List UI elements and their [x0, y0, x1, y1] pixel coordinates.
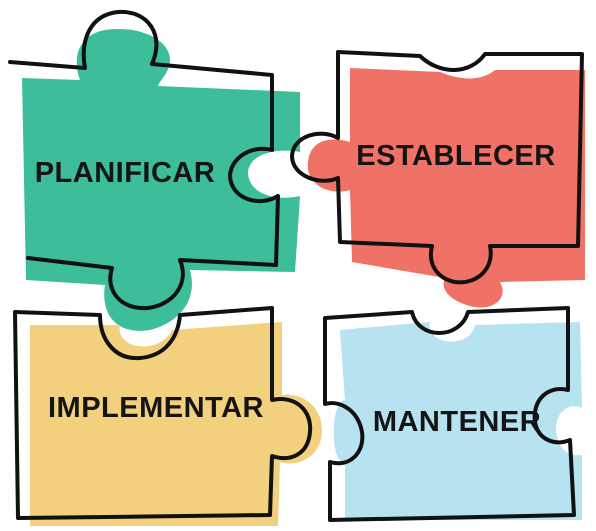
- piece-outline-mantener: [323, 306, 576, 522]
- piece-outline-implementar: [13, 306, 313, 520]
- piece-fill-mantener: [333, 322, 582, 520]
- piece-outline-establecer: [290, 50, 584, 285]
- label-mantener: MANTENER: [372, 406, 542, 438]
- piece-outline-planificar: [8, 9, 280, 311]
- piece-fill-implementar: [30, 322, 322, 526]
- piece-fill-planificar: [22, 29, 300, 331]
- label-establecer: ESTABLECER: [356, 140, 556, 172]
- puzzle-piece-mantener: [323, 306, 582, 522]
- label-planificar: PLANIFICAR: [34, 157, 216, 189]
- piece-fill-establecer: [307, 68, 585, 308]
- label-implementar: IMPLEMENTAR: [47, 392, 264, 424]
- puzzle-piece-implementar: [13, 306, 322, 526]
- puzzle-piece-establecer: [290, 50, 585, 308]
- puzzle-piece-planificar: [8, 9, 300, 331]
